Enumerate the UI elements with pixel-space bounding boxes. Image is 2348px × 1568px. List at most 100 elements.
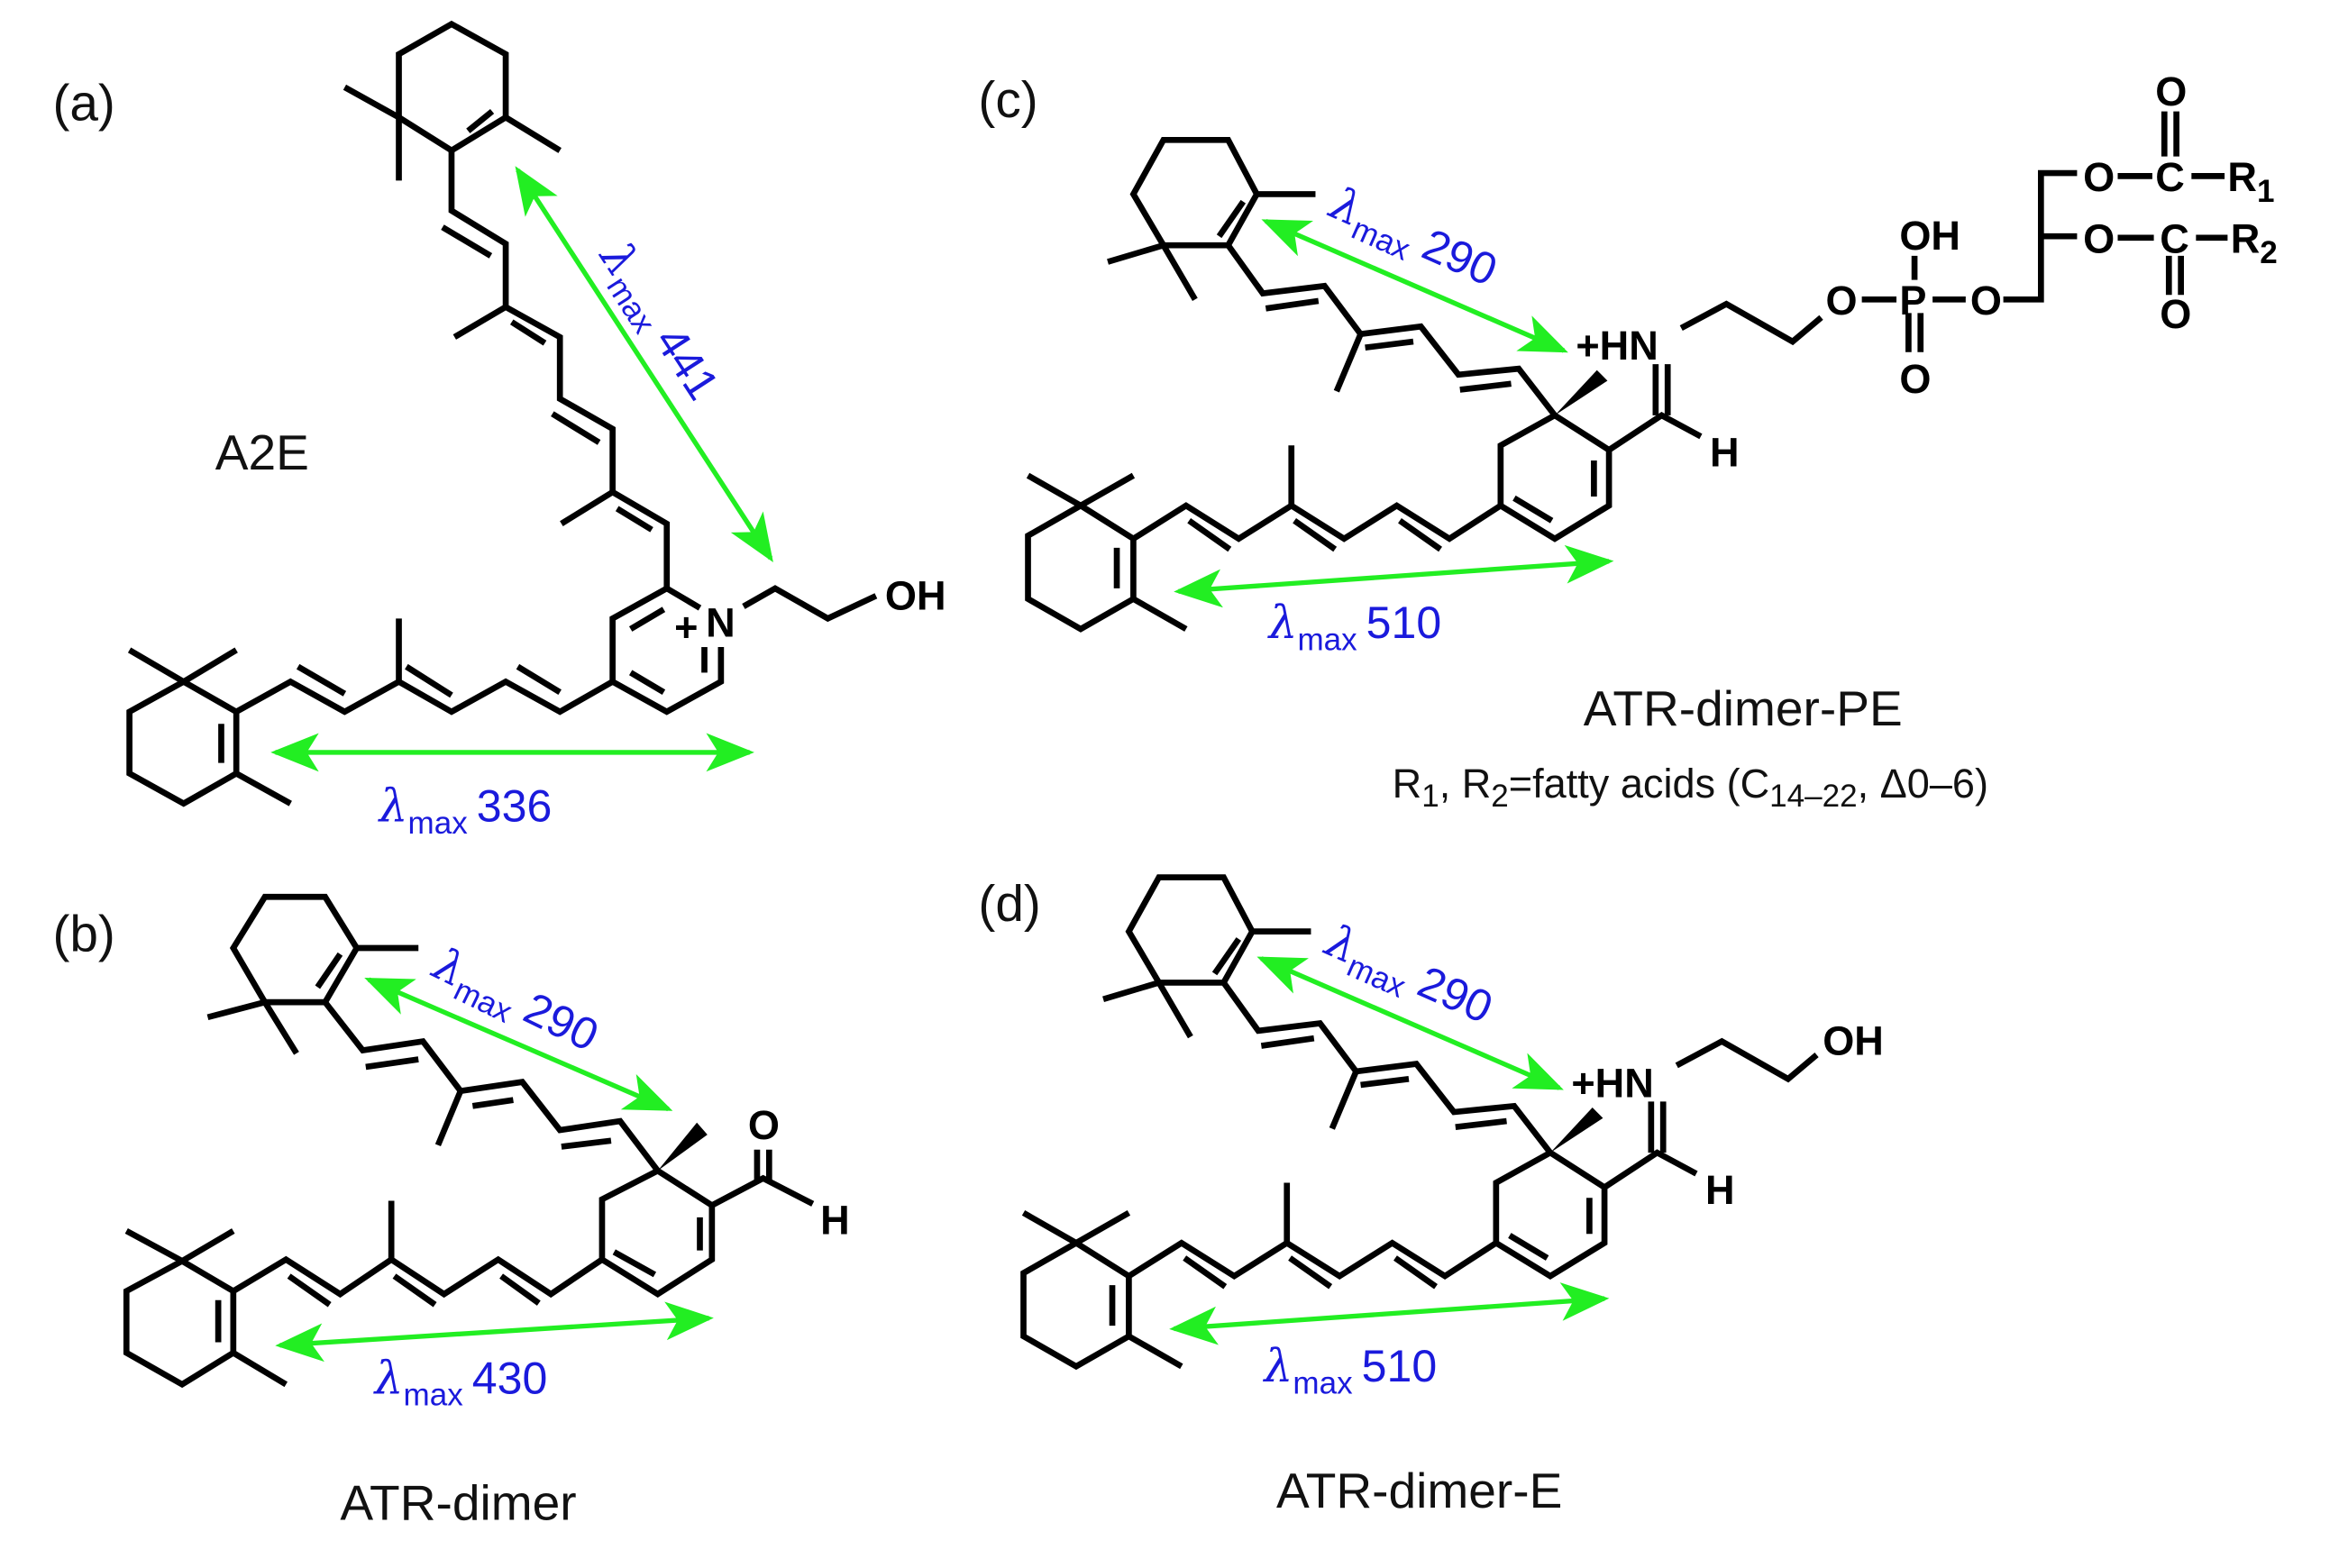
- bond: [560, 489, 615, 526]
- panel-label-d: (d): [978, 876, 1040, 933]
- bond: [1459, 380, 1512, 393]
- wedge-bond: [657, 1122, 708, 1171]
- bond: [343, 84, 402, 181]
- bond: [1026, 472, 1136, 509]
- bond: [471, 1097, 514, 1109]
- panel-c: (c): [978, 68, 2277, 814]
- bond-aldehyde: [710, 1174, 815, 1208]
- atr-dimer-core-structure: [1025, 136, 1703, 633]
- atom-hn-plus: +HN: [1571, 1060, 1653, 1106]
- compound-name-atr-dimer-e: ATR-dimer-E: [1276, 1463, 1562, 1518]
- atom-r2: R2: [2231, 216, 2278, 271]
- bond: [1293, 518, 1338, 552]
- bond: [441, 224, 493, 259]
- bond-chain-lower: [232, 1255, 604, 1299]
- atom-hn-plus: +HN: [1576, 323, 1658, 369]
- atom-p-o: O: [1899, 356, 1931, 402]
- bond: [392, 1273, 437, 1308]
- bond: [1365, 338, 1414, 351]
- bond-chain-lower: [1131, 502, 1503, 542]
- bond: [1512, 495, 1554, 524]
- atom-o-carbonyl2: O: [2160, 291, 2191, 337]
- compound-name-atr-dimer-pe: ATR-dimer-PE: [1584, 680, 1903, 736]
- bond: [127, 647, 238, 686]
- bond: [1333, 333, 1364, 393]
- wedge-bond: [1554, 369, 1608, 415]
- atr-dimer-structure: [123, 893, 815, 1389]
- bond: [434, 1089, 464, 1147]
- bond: [499, 1273, 541, 1306]
- atom-oh: OH: [1823, 1018, 1884, 1064]
- conjugation-arrow-upper: [364, 977, 673, 1112]
- compound-name-a2e: A2E: [215, 424, 309, 480]
- bond-ethanol: [742, 585, 878, 623]
- atom-p: P: [1899, 278, 1926, 324]
- bond: [561, 1137, 612, 1150]
- atom-oh: OH: [885, 572, 946, 618]
- bond-ethanolamine: [1675, 1037, 1819, 1083]
- conjugation-arrow-upper: [1261, 219, 1568, 353]
- atom-p-oh: OH: [1899, 213, 1960, 259]
- panel-a: (a) A2E: [52, 20, 946, 841]
- atom-c-ester2: C: [2160, 216, 2189, 262]
- panel-label-a: (a): [52, 76, 114, 132]
- bond: [365, 1056, 419, 1071]
- bond-ring-top: [1129, 136, 1261, 249]
- bond-ring-top: [229, 893, 361, 1006]
- fatty-acid-note: R1, R2=fatty acids (C14–22, Δ0–6): [1393, 761, 1988, 814]
- bond: [612, 1249, 657, 1278]
- bond-chain-upper: [1225, 243, 1558, 417]
- atom-r1: R1: [2227, 154, 2274, 209]
- phosphoethanolamine-lipid-bonds: [1679, 111, 2228, 352]
- bond: [296, 663, 347, 697]
- conjugation-arrow-upper: [515, 166, 773, 562]
- bond-iminium: [1607, 411, 1703, 453]
- lambda-max-label: λmax290: [421, 937, 607, 1068]
- conjugation-arrow-lower: [1174, 544, 1614, 608]
- bond-chain-upper: [323, 1000, 661, 1173]
- atom-o-ester2: O: [2083, 216, 2115, 262]
- bond: [1187, 518, 1232, 552]
- bond: [516, 663, 562, 695]
- atom-h: H: [1705, 1167, 1735, 1213]
- bond: [315, 952, 343, 989]
- bond: [504, 114, 562, 153]
- a2e-structure: [126, 20, 878, 807]
- bond: [1107, 242, 1198, 301]
- bond: [206, 998, 299, 1055]
- atom-o-glycerol: O: [1970, 278, 2002, 324]
- bond: [405, 663, 453, 698]
- atom-o-link: O: [1826, 278, 1858, 324]
- atom-o-ester1: O: [2083, 154, 2115, 200]
- bond: [287, 1273, 332, 1308]
- bond: [1398, 518, 1442, 552]
- compound-name-atr-dimer: ATR-dimer: [340, 1475, 576, 1531]
- bond: [628, 670, 666, 696]
- bond: [466, 108, 495, 133]
- atom-o-carbonyl1: O: [2155, 68, 2187, 114]
- bond: [1131, 596, 1188, 632]
- bond: [1265, 297, 1320, 312]
- atom-c-ester1: C: [2155, 154, 2185, 200]
- panel-label-c: (c): [978, 72, 1037, 129]
- atom-charge-plus: +: [674, 604, 698, 650]
- panel-label-b: (b): [52, 906, 114, 962]
- bond: [628, 606, 666, 632]
- bond-chain-lower: [234, 678, 615, 716]
- bond: [452, 304, 507, 340]
- bond: [234, 770, 292, 807]
- bond-ring-cyclohexadiene: [598, 1167, 716, 1299]
- atom-n: N: [706, 599, 735, 645]
- bond: [232, 1350, 288, 1388]
- conjugation-arrow-lower: [275, 1301, 714, 1363]
- atom-h: H: [1710, 430, 1740, 476]
- bond: [1679, 300, 1823, 346]
- atom-h: H: [820, 1197, 850, 1243]
- bond: [124, 1228, 235, 1265]
